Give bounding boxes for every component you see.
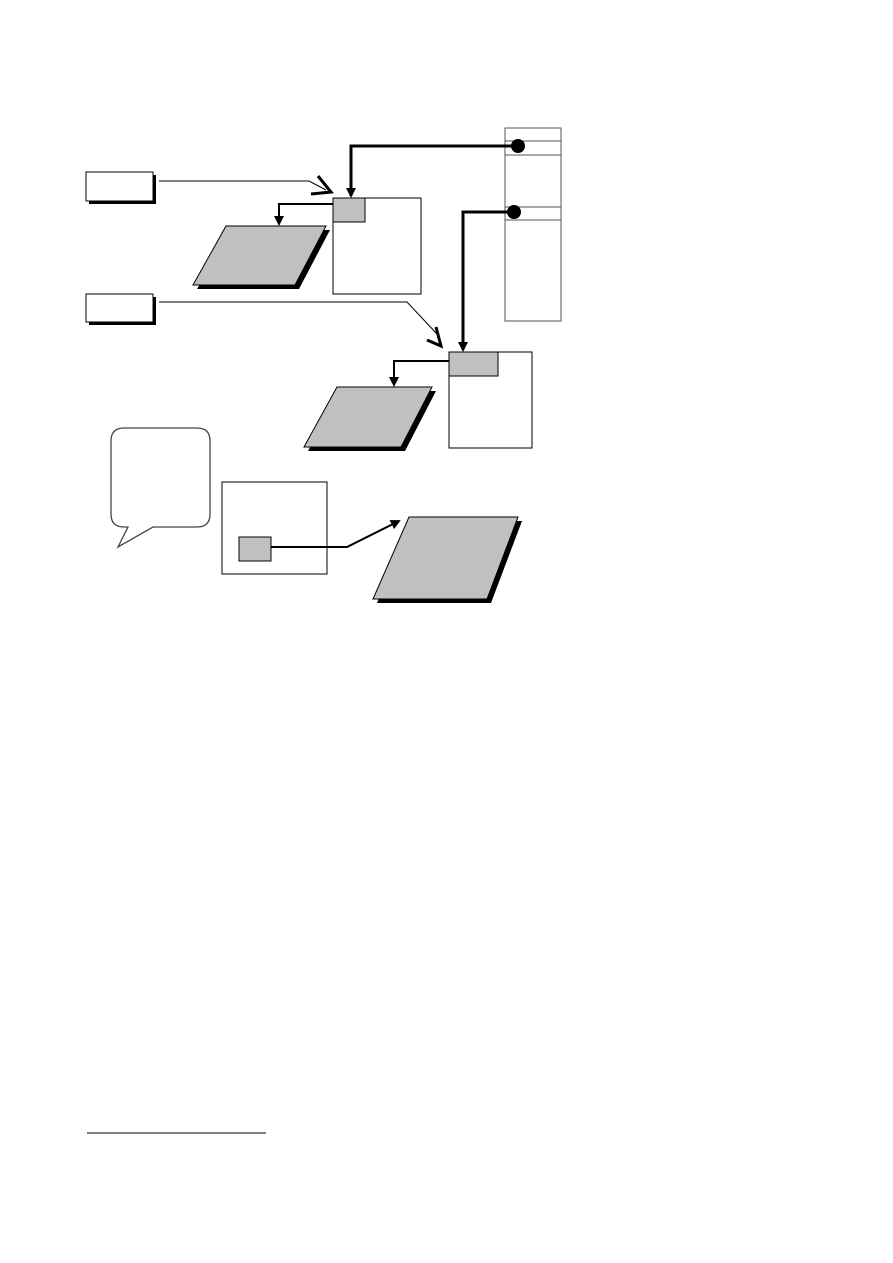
block-c xyxy=(221,481,328,575)
pointer-table xyxy=(504,127,562,322)
label-connector-1 xyxy=(159,175,334,196)
chevron-icon xyxy=(426,326,444,349)
arrow-table-to-b xyxy=(458,210,514,352)
label-box-1 xyxy=(85,171,156,204)
label-connector-2 xyxy=(159,301,444,349)
block-b xyxy=(448,351,533,449)
block-a xyxy=(332,197,422,295)
label-box-2 xyxy=(85,293,156,325)
block-a-header xyxy=(332,197,366,223)
arrow-a-to-page xyxy=(274,203,333,226)
arrow-table-to-a xyxy=(346,144,518,198)
page-3 xyxy=(372,516,522,603)
page-1 xyxy=(192,225,330,289)
block-c-cell xyxy=(238,536,272,562)
block-b-header xyxy=(448,351,499,377)
arrow-b-to-page xyxy=(389,360,449,387)
speech-bubble xyxy=(110,427,211,549)
arrow-c-to-page xyxy=(271,520,401,548)
page-2 xyxy=(303,386,436,451)
chevron-icon xyxy=(310,175,334,196)
